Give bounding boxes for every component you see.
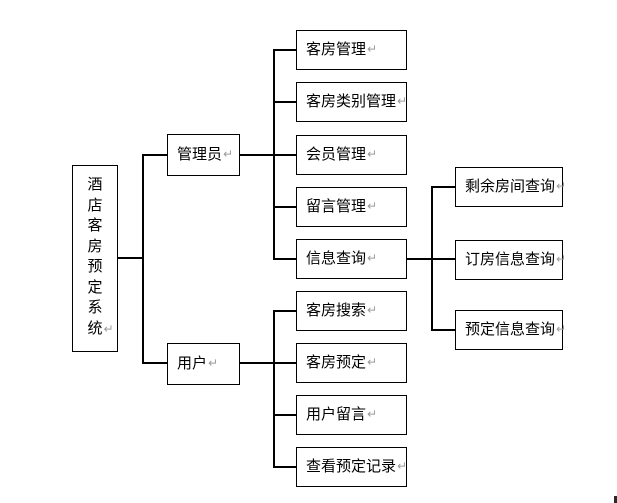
vertical-label-char: 定 <box>87 277 103 296</box>
connector-line <box>273 101 297 103</box>
connector-line <box>142 362 168 364</box>
paragraph-return-mark: ↵ <box>397 93 408 108</box>
node-label: 用户留言 <box>306 405 367 423</box>
vertical-label-char: 房 <box>87 236 103 255</box>
node-booking-info-query[interactable]: 订房信息查询↵ <box>455 240 567 280</box>
node-label: 客房预定 <box>306 353 367 371</box>
connector-line <box>431 186 456 188</box>
node-label: 用户 <box>177 354 208 372</box>
paragraph-return-mark: ↵ <box>367 146 378 161</box>
vertical-label-char: 预 <box>87 257 103 275</box>
paragraph-return-mark: ↵ <box>367 198 378 213</box>
paragraph-return-mark: ↵ <box>367 302 378 317</box>
connector-line <box>142 154 168 156</box>
connector-line <box>142 154 144 364</box>
vertical-label-char: 系 <box>87 298 103 316</box>
paragraph-return-mark: ↵ <box>556 321 567 336</box>
node-view-records[interactable]: 查看预定记录↵ <box>296 447 407 487</box>
connector-line <box>273 310 297 312</box>
node-label: 客房类别管理 <box>306 92 397 110</box>
paragraph-return-mark: ↵ <box>367 250 378 265</box>
paragraph-return-mark: ↵ <box>223 146 234 161</box>
node-message-manage[interactable]: 留言管理↵ <box>296 187 407 227</box>
paragraph-return-mark: ↵ <box>208 355 219 370</box>
connector-line <box>273 414 297 416</box>
connector-line <box>117 257 144 259</box>
node-label: 预定信息查询 <box>465 320 556 338</box>
node-label: 信息查询 <box>306 249 367 267</box>
vertical-label-char: 统↵ <box>87 318 114 337</box>
node-label: 客房搜索 <box>306 301 367 319</box>
connector-line <box>273 466 297 468</box>
vertical-label-char: 客 <box>87 216 103 234</box>
node-root[interactable]: 酒店客房预定系统↵ <box>72 165 118 352</box>
node-label: 会员管理 <box>306 145 367 163</box>
vertical-label-char: 店 <box>87 195 103 214</box>
paragraph-return-mark: ↵ <box>103 322 114 336</box>
node-user[interactable]: 用户↵ <box>167 343 240 385</box>
vertical-label-char: 酒 <box>87 175 103 193</box>
node-room-search[interactable]: 客房搜索↵ <box>296 291 407 331</box>
paragraph-return-mark: ↵ <box>367 354 378 369</box>
corner-artifact <box>614 496 617 503</box>
node-reserve-info-query[interactable]: 预定信息查询↵ <box>455 310 567 350</box>
connector-line <box>273 258 297 260</box>
paragraph-return-mark: ↵ <box>556 251 567 266</box>
connector-line <box>273 206 297 208</box>
node-label: 客房管理 <box>306 40 367 58</box>
paragraph-return-mark: ↵ <box>397 458 408 473</box>
node-remain-room-query[interactable]: 剩余房间查询↵ <box>455 167 567 207</box>
node-label: 管理员 <box>177 145 223 163</box>
node-room-manage[interactable]: 客房管理↵ <box>296 30 407 70</box>
node-label: 留言管理 <box>306 197 367 215</box>
connector-line <box>239 362 297 364</box>
node-user-message[interactable]: 用户留言↵ <box>296 395 407 435</box>
connector-line <box>273 49 275 260</box>
node-label: 剩余房间查询 <box>465 177 556 195</box>
node-info-query[interactable]: 信息查询↵ <box>296 239 407 279</box>
connector-line <box>431 186 433 331</box>
connector-line <box>406 258 456 260</box>
connector-line <box>273 310 275 468</box>
connector-line <box>239 154 297 156</box>
node-label: 订房信息查询 <box>465 250 556 268</box>
node-room-reserve[interactable]: 客房预定↵ <box>296 343 407 383</box>
node-member-manage[interactable]: 会员管理↵ <box>296 135 407 175</box>
node-admin[interactable]: 管理员↵ <box>167 134 240 176</box>
paragraph-return-mark: ↵ <box>367 406 378 421</box>
paragraph-return-mark: ↵ <box>367 41 378 56</box>
connector-line <box>273 49 297 51</box>
node-room-type-manage[interactable]: 客房类别管理↵ <box>296 82 407 122</box>
node-label: 查看预定记录 <box>306 457 397 475</box>
paragraph-return-mark: ↵ <box>556 178 567 193</box>
connector-line <box>431 329 456 331</box>
